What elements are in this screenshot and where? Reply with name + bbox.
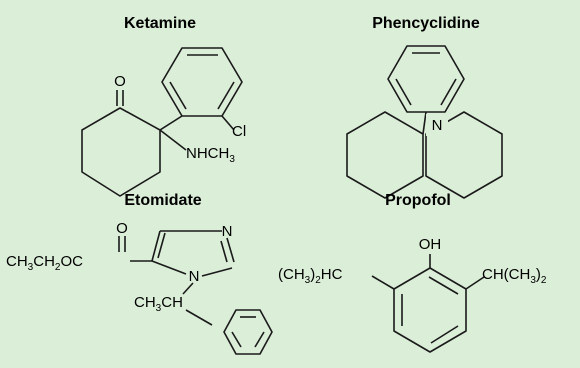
etomidate-ch3ch-a: CH <box>134 294 156 311</box>
ketamine-oxygen: O <box>114 73 126 90</box>
ketamine-title: Ketamine <box>124 15 196 32</box>
phencyclidine-phenyl-double-3 <box>395 78 412 106</box>
propofol-title: Propofol <box>385 192 451 209</box>
etomidate-ch-phenyl-bond <box>185 309 213 326</box>
ketamine-phenyl-double-3 <box>169 81 187 110</box>
propofol-benzene-ring <box>393 267 467 353</box>
ketamine-nh-sub: 3 <box>229 154 235 165</box>
etomidate-structure: Etomidate CH3CH2OC O N N CH3CH <box>6 192 273 355</box>
ketamine-cl-bond <box>221 115 235 131</box>
phencyclidine-phenyl-double-2 <box>440 78 457 106</box>
etomidate-ring-bond-5 <box>151 260 187 275</box>
propofol-right-sub: 3 <box>530 275 536 286</box>
propofol-left-group: (CH3)2HC <box>278 266 343 286</box>
propofol-right-b: ) <box>536 266 541 283</box>
etomidate-ester-b-sub: 2 <box>55 262 61 273</box>
ketamine-nh-bond <box>159 129 187 151</box>
etomidate-nitrogen-mid: N <box>189 268 200 285</box>
etomidate-ring-bond-1 <box>151 230 161 262</box>
ketamine-structure: Ketamine O Cl NHCH3 <box>81 15 246 197</box>
ketamine-nh-text: NHCH <box>186 145 229 162</box>
phencyclidine-n-backdrop <box>426 114 448 136</box>
phencyclidine-title: Phencyclidine <box>372 15 480 32</box>
etomidate-title: Etomidate <box>124 192 201 209</box>
etomidate-ch3ch: CH3CH <box>134 294 183 314</box>
ketamine-cyclohexane-ring <box>81 107 161 197</box>
propofol-structure: Propofol OH (CH3)2HC CH(CH3)2 <box>278 192 547 353</box>
phencyclidine-phenyl-ring <box>387 45 465 113</box>
ketamine-phenyl-ring <box>161 47 243 117</box>
etomidate-ring-bond-3 <box>226 237 235 263</box>
ketamine-nhch3: NHCH3 <box>186 145 235 165</box>
etomidate-phenyl-double-3 <box>231 331 242 348</box>
etomidate-ring-bond-1b <box>157 232 166 259</box>
phencyclidine-nitrogen: N <box>432 117 443 134</box>
propofol-left-c: HC <box>321 266 343 283</box>
etomidate-ester-a: CH <box>6 253 28 270</box>
etomidate-phenyl-ring <box>223 309 273 355</box>
etomidate-ester-a-sub: 3 <box>28 262 34 273</box>
etomidate-ch3ch-sub: 3 <box>156 303 162 314</box>
ketamine-chlorine: Cl <box>232 123 246 140</box>
propofol-left-sub: 3 <box>305 275 311 286</box>
propofol-left-bond <box>371 275 395 290</box>
etomidate-n-ch-bond <box>182 282 194 295</box>
propofol-right-a: CH(CH <box>482 266 530 283</box>
propofol-left-a: (CH <box>278 266 305 283</box>
propofol-ring-double-1 <box>428 276 459 295</box>
ketamine-phenyl-double-2 <box>217 81 235 110</box>
phencyclidine-cyclohexane-ring <box>346 111 424 199</box>
propofol-right-bond <box>465 276 485 290</box>
propofol-left-sub2: 2 <box>315 275 321 286</box>
ketamine-junction-bond <box>159 115 183 131</box>
etomidate-phenyl-double-2 <box>254 331 265 348</box>
etomidate-nitrogen-top: N <box>222 223 233 240</box>
propofol-right-group: CH(CH3)2 <box>482 266 547 286</box>
propofol-ring-double-3 <box>430 325 459 344</box>
phencyclidine-structure: Phencyclidine N <box>346 15 503 199</box>
etomidate-oxygen: O <box>116 220 128 237</box>
etomidate-ester-chain: CH3CH2OC <box>6 253 83 273</box>
etomidate-ester-c: OC <box>60 253 83 270</box>
etomidate-ester-b: CH <box>33 253 55 270</box>
etomidate-ring-bond-4 <box>201 267 233 277</box>
etomidate-ring-bond-3b <box>220 240 228 263</box>
phencyclidine-junction-bond <box>422 111 427 135</box>
etomidate-ch3ch-b: CH <box>161 294 183 311</box>
propofol-left-b: ) <box>310 266 315 283</box>
propofol-right-sub2: 2 <box>541 275 547 286</box>
propofol-hydroxyl: OH <box>419 236 442 253</box>
